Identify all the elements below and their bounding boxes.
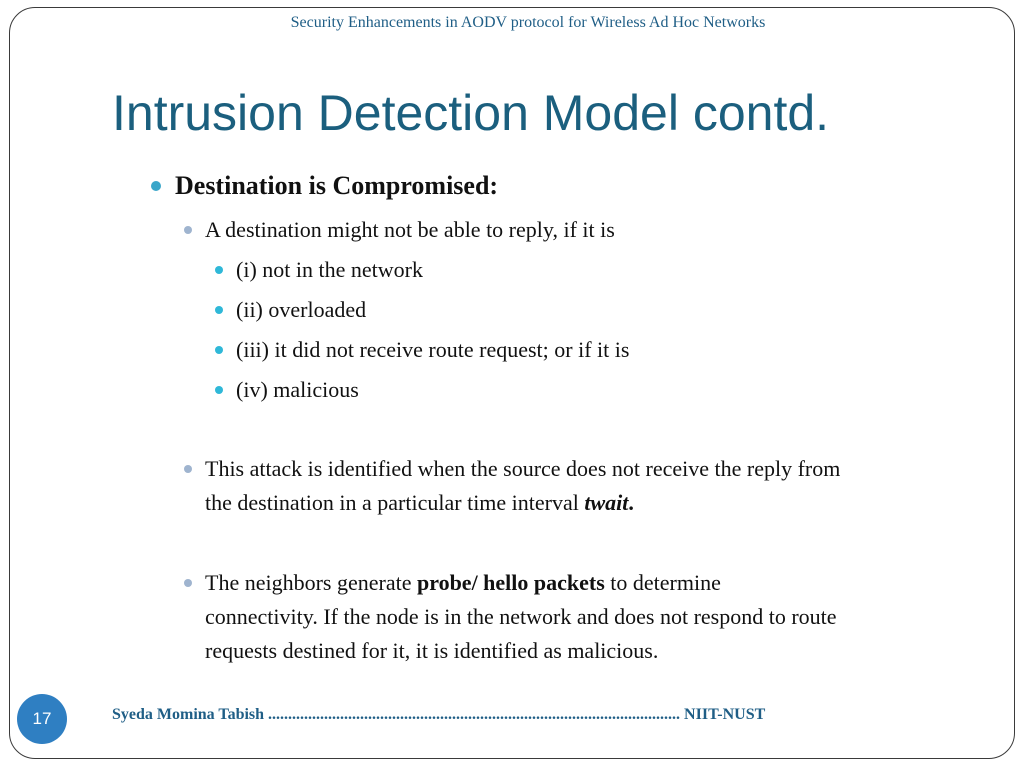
bullet-dot-level3 (215, 266, 223, 274)
paragraph-line: requests destined for it, it is identifi… (205, 638, 659, 663)
reason-item: (ii) overloaded (236, 297, 367, 322)
intro-text: A destination might not be able to reply… (205, 217, 615, 242)
paragraph-text: to determine (604, 570, 721, 595)
bullet-dot-level2 (184, 226, 192, 234)
paragraph-text: the destination in a particular time int… (205, 490, 585, 515)
slide-frame (9, 7, 1015, 759)
reason-item: (iii) it did not receive route request; … (236, 337, 630, 362)
reason-item: (iv) malicious (236, 377, 359, 402)
paragraph-line: the destination in a particular time int… (205, 486, 965, 520)
paragraph-period: . (628, 490, 634, 515)
paragraph-line: This attack is identified when the sourc… (205, 456, 841, 481)
probe-hello-term: probe/ hello packets (416, 570, 605, 595)
slide-header: Security Enhancements in AODV protocol f… (290, 14, 766, 31)
bullet-dot-level2 (184, 465, 192, 473)
paragraph-line: connectivity. If the node is in the netw… (205, 604, 837, 629)
bullet-dot-level3 (215, 346, 223, 354)
reason-item: (i) not in the network (236, 257, 423, 282)
bullet-dot-level2 (184, 579, 192, 587)
bullet-dot-level1 (151, 181, 161, 191)
paragraph-text: The neighbors generate (205, 570, 417, 595)
probe-paragraph: The neighbors generate probe/ hello pack… (205, 566, 965, 668)
section-heading: Destination is Compromised: (175, 171, 499, 200)
bullet-dot-level3 (215, 306, 223, 314)
attack-identification-paragraph: This attack is identified when the sourc… (205, 452, 965, 520)
page-number-badge: 17 (17, 694, 67, 744)
slide-title: Intrusion Detection Model contd. (112, 85, 830, 141)
bullet-dot-level3 (215, 386, 223, 394)
footer-text: Syeda Momina Tabish ....................… (112, 706, 766, 723)
twait-term: twait (584, 490, 629, 515)
paragraph-line: The neighbors generate probe/ hello pack… (205, 566, 965, 600)
